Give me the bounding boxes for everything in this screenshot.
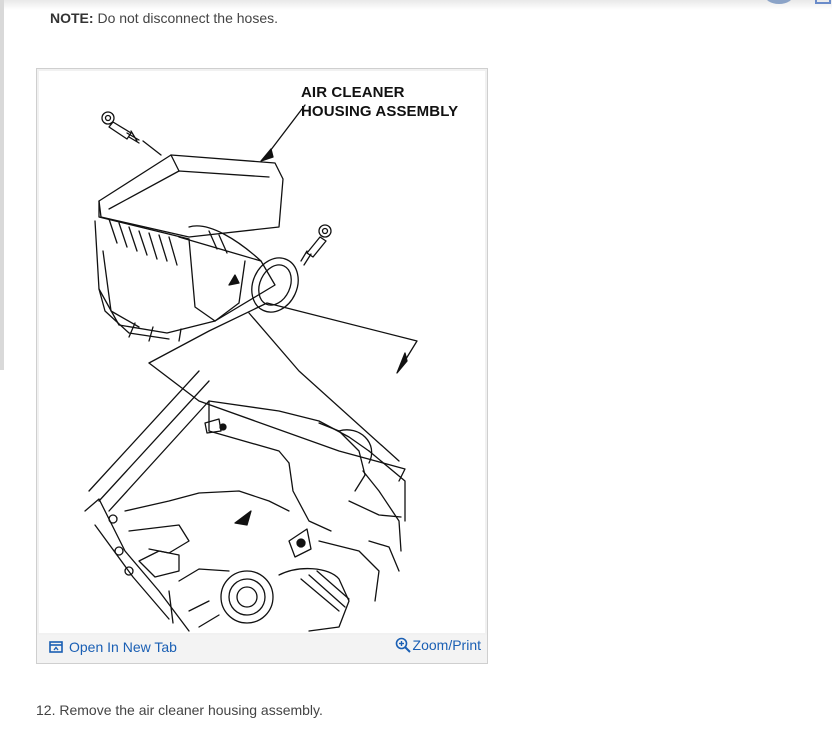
note-body: Do not disconnect the hoses. bbox=[93, 10, 279, 26]
callout-line-1: AIR CLEANER bbox=[301, 84, 405, 101]
open-in-new-tab-link[interactable]: Open In New Tab bbox=[49, 639, 177, 655]
figure-toolbar bbox=[37, 635, 487, 663]
zoom-icon bbox=[395, 637, 411, 653]
callout-line-2: HOUSING ASSEMBLY bbox=[301, 103, 459, 120]
zoom-print-link[interactable]: Zoom/Print bbox=[395, 637, 481, 653]
figure-container: AIR CLEANER HOUSING ASSEMBLY Open In New… bbox=[36, 68, 488, 664]
open-in-new-tab-icon bbox=[49, 641, 63, 653]
note-label: NOTE: bbox=[50, 10, 94, 26]
note-text: NOTE: Do not disconnect the hoses. bbox=[50, 10, 278, 26]
diagram-callout: AIR CLEANER HOUSING ASSEMBLY bbox=[301, 83, 458, 121]
left-scroll-rule bbox=[0, 0, 4, 370]
step-text: 12. Remove the air cleaner housing assem… bbox=[36, 702, 323, 718]
open-in-new-tab-label: Open In New Tab bbox=[69, 639, 177, 655]
diagram-image: AIR CLEANER HOUSING ASSEMBLY bbox=[39, 71, 485, 633]
page-top-shadow bbox=[0, 0, 832, 10]
avatar[interactable] bbox=[764, 0, 794, 4]
menu-icon[interactable] bbox=[815, 0, 831, 4]
zoom-print-label: Zoom/Print bbox=[412, 637, 481, 653]
air-cleaner-diagram bbox=[84, 104, 418, 632]
